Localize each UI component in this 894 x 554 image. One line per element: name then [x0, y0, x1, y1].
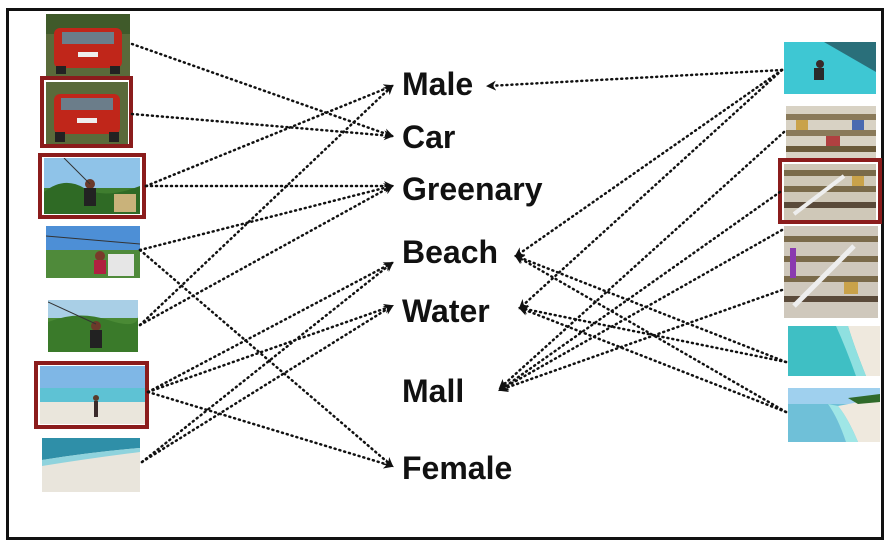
label-water: Water	[402, 293, 490, 329]
thumb-left-1-car	[46, 14, 130, 76]
thumb-left-4-zipline	[46, 226, 140, 278]
label-greenary: Greenary	[402, 171, 543, 207]
thumb-left-7-beach	[42, 438, 140, 492]
label-female: Female	[402, 450, 513, 486]
highlight-left-3	[38, 153, 146, 219]
thumb-left-3-zipline	[44, 158, 140, 214]
highlight-left-2	[40, 76, 133, 148]
label-mall: Mall	[402, 373, 465, 409]
highlight-right-3	[778, 158, 882, 224]
thumb-right-4-mall	[784, 226, 878, 318]
highlight-left-6	[34, 361, 149, 429]
label-beach: Beach	[402, 234, 499, 270]
thumb-right-5-beach-aerial	[788, 326, 880, 376]
thumb-right-2-mall	[786, 106, 876, 158]
thumb-left-6-beach-woman	[40, 366, 146, 424]
thumb-left-5-zipline	[48, 300, 138, 352]
thumb-right-3-mall	[784, 164, 876, 220]
thumb-right-1-swimmer	[784, 42, 876, 94]
thumb-left-2-car	[46, 82, 128, 144]
label-car: Car	[402, 119, 456, 155]
thumb-right-6-beach	[788, 388, 880, 442]
label-male: Male	[402, 66, 474, 102]
